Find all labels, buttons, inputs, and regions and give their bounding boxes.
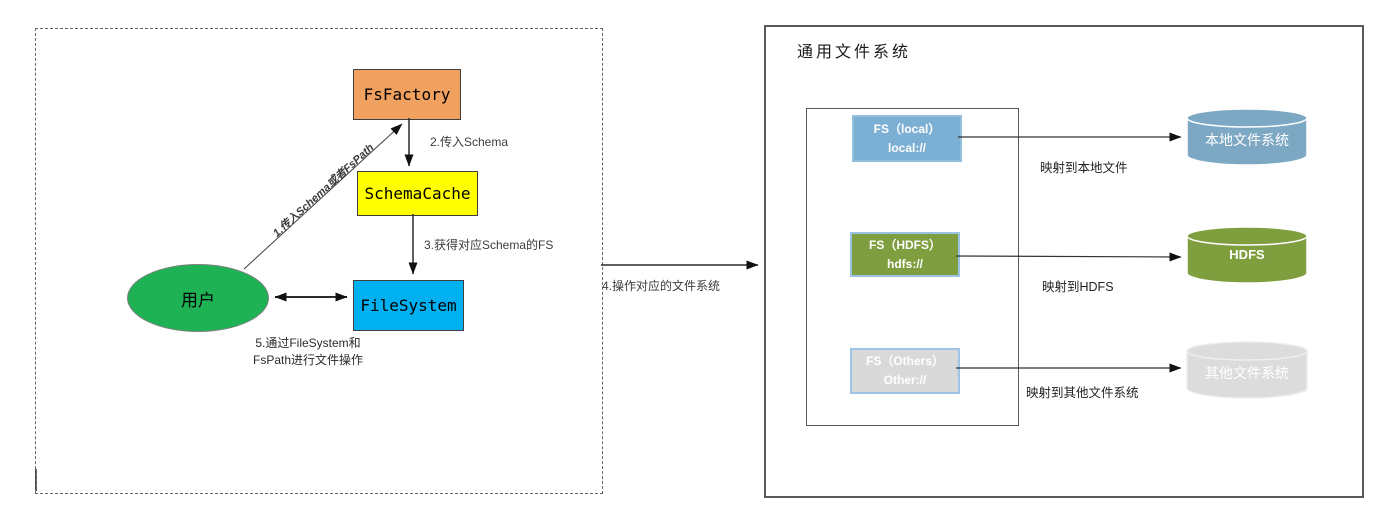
fs-registry-box: [806, 108, 1019, 426]
cylinder-hdfs-label: HDFS: [1229, 247, 1265, 262]
client-panel: [35, 28, 603, 494]
fsbox-others-line1: FS（Others）: [865, 354, 944, 369]
label-step5: 5.通过FileSystem和 FsPath进行文件操作: [252, 336, 364, 367]
generic-fs-panel: [764, 25, 1364, 498]
label-step2: 2.传入Schema: [430, 135, 509, 149]
node-fsfactory: FsFactory: [353, 69, 461, 120]
node-fsfactory-label: FsFactory: [363, 85, 451, 104]
label-step4: 4.操作对应的文件系统: [602, 279, 721, 293]
cylinder-others-label: 其他文件系统: [1205, 365, 1289, 381]
fsbox-local-line1: FS（local）: [873, 121, 941, 136]
label-map-local: 映射到本地文件: [1040, 161, 1128, 175]
node-filesystem: FileSystem: [353, 280, 464, 331]
cylinder-others: [1186, 341, 1308, 399]
node-user-ellipse: 用户: [127, 264, 269, 332]
cylinder-local-label: 本地文件系统: [1205, 132, 1289, 148]
fsbox-hdfs: FS（HDFS） hdfs://: [850, 232, 960, 277]
fsbox-local: FS（local） local://: [852, 115, 962, 162]
fsbox-local-line2: local://: [887, 140, 926, 155]
fsbox-others: FS（Others） Other://: [850, 348, 960, 394]
fsbox-hdfs-line2: hdfs://: [887, 256, 923, 271]
node-filesystem-label: FileSystem: [360, 296, 457, 315]
label-step3: 3.获得对应Schema的FS: [424, 238, 554, 252]
cylinder-hdfs: [1186, 226, 1308, 284]
node-schemacache: SchemaCache: [357, 171, 478, 216]
node-schemacache-label: SchemaCache: [364, 184, 471, 203]
fsbox-hdfs-line1: FS（HDFS）: [868, 237, 941, 252]
label-map-others: 映射到其他文件系统: [1026, 386, 1139, 400]
fsbox-others-line2: Other://: [883, 373, 927, 387]
cylinder-local-fs: [1186, 108, 1308, 166]
label-map-hdfs: 映射到HDFS: [1042, 280, 1114, 294]
generic-fs-title: 通用文件系统: [797, 44, 912, 61]
node-user-label: 用户: [181, 290, 215, 310]
